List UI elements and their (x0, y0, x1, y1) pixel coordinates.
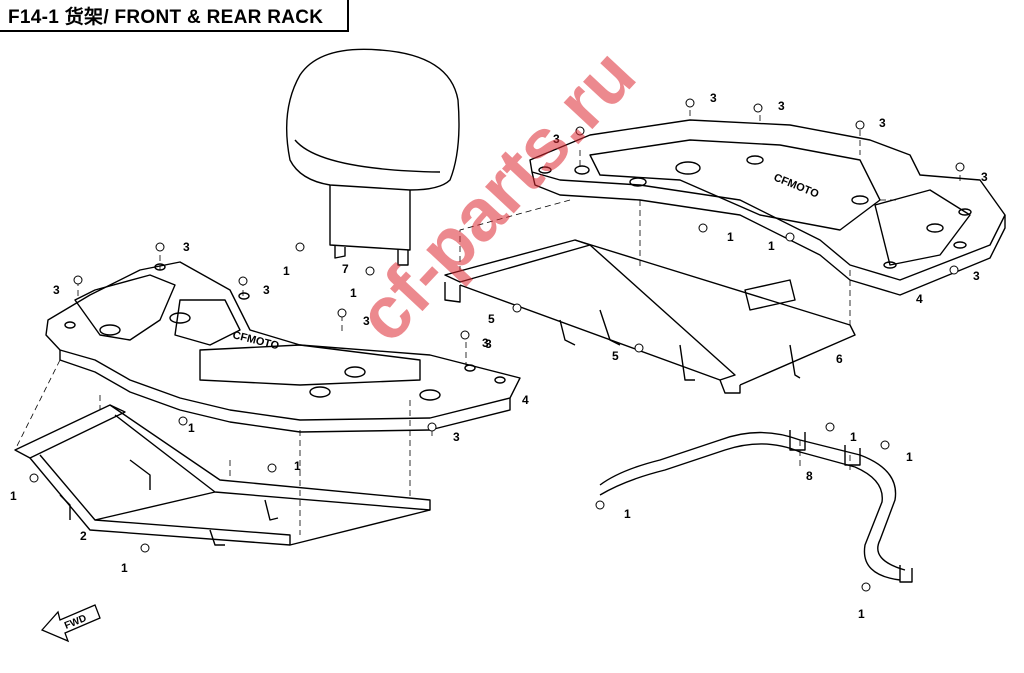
callout-1: 1 (850, 430, 857, 444)
callout-1: 1 (10, 489, 17, 503)
grab-bar-part-8 (599, 430, 913, 583)
callout-1: 1 (624, 507, 631, 521)
callout-1: 1 (121, 561, 128, 575)
callout-3: 3 (363, 314, 370, 328)
callout-3: 3 (485, 337, 492, 351)
front-frame-part-2 (14, 404, 431, 546)
callout-3: 3 (778, 99, 785, 113)
callout-3: 3 (53, 283, 60, 297)
rear-frame-part-6 (444, 239, 856, 394)
callout-1: 1 (294, 459, 301, 473)
diagram-title: F14-1 货架/ FRONT & REAR RACK (8, 6, 324, 28)
callout-2: 2 (80, 529, 87, 543)
callout-7: 7 (342, 262, 349, 276)
callout-3: 3 (879, 116, 886, 130)
callout-4: 4 (916, 292, 923, 306)
callout-3: 3 (482, 336, 489, 350)
callout-1: 1 (768, 239, 775, 253)
backrest-part-7 (286, 48, 460, 266)
callout-3: 3 (553, 132, 560, 146)
rear-rack-logo: CFMOTO (772, 172, 821, 201)
callout-labels: 3 3 3 3 3 3 3 3 3 3 3 3 3 1 1 1 1 1 1 1 … (10, 91, 988, 621)
front-rack-logo: CFMOTO (231, 329, 280, 352)
callout-3: 3 (263, 283, 270, 297)
callout-6: 6 (836, 352, 843, 366)
callout-1: 1 (350, 286, 357, 300)
diagram-title-box: F14-1 货架/ FRONT & REAR RACK (0, 0, 349, 32)
callout-3: 3 (973, 269, 980, 283)
callout-1: 1 (283, 264, 290, 278)
callout-5: 5 (612, 349, 619, 363)
callout-3: 3 (453, 430, 460, 444)
front-rack-part-4 (45, 261, 521, 433)
callout-4: 4 (522, 393, 529, 407)
callout-5: 5 (488, 312, 495, 326)
callout-1: 1 (906, 450, 913, 464)
callout-3: 3 (183, 240, 190, 254)
rear-rack-part-4 (529, 119, 1006, 296)
callout-1: 1 (858, 607, 865, 621)
leader-lines (14, 110, 961, 535)
callout-1: 1 (727, 230, 734, 244)
fwd-arrow-icon: FWD (40, 604, 101, 643)
bolts (29, 98, 965, 592)
callout-3: 3 (710, 91, 717, 105)
callout-1: 1 (188, 421, 195, 435)
callout-8: 8 (806, 469, 813, 483)
callout-3: 3 (981, 170, 988, 184)
